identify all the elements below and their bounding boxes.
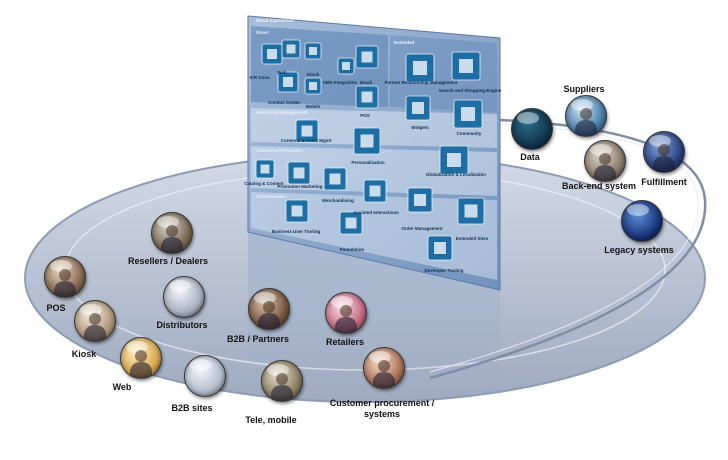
panel-extended-head: Extended: [394, 40, 415, 45]
panel-infra-head: Infrastructure: [256, 194, 286, 199]
procurement-label-line2: systems: [363, 409, 401, 419]
b2b-sites-label: B2B sites: [171, 403, 213, 413]
distributors-photo-icon: [163, 276, 205, 318]
tile-merchandising-glyph: [329, 173, 341, 185]
tile-business-user-glyph: [291, 205, 303, 217]
fulfillment-label: Fulfillment: [641, 177, 687, 187]
tile-assisted-glyph: [369, 185, 381, 197]
panel-management-head: Interaction Management: [256, 110, 308, 115]
tile-pos-glyph: [361, 91, 373, 103]
tile-extended-sites-glyph: [464, 204, 478, 218]
tile-order: Order Management: [401, 226, 443, 231]
tile-developer-glyph: [434, 242, 446, 254]
tile-globalization: Globalization & Localization: [425, 172, 487, 177]
tile-foundation: Foundation: [339, 247, 365, 252]
tile-sms: SMS Integration: [322, 80, 358, 85]
resellers-label: Resellers / Dealers: [127, 256, 209, 266]
tile-order-glyph: [414, 194, 426, 206]
data-photo-icon: [511, 108, 553, 150]
suppliers-label: Suppliers: [563, 84, 605, 94]
tile-personalization: Personalization: [351, 160, 385, 165]
tile-community-glyph: [461, 107, 475, 121]
tile-mobile-glyph: [309, 82, 317, 90]
procurement-label-line1: Customer procurement /: [329, 398, 435, 408]
b2b-partners-photo-icon: [248, 288, 290, 330]
tile-search-glyph: [459, 59, 473, 73]
tile-merchandising: Merchandising: [322, 198, 354, 203]
web-photo-icon: [120, 337, 162, 379]
tile-web-glyph: [286, 44, 296, 54]
tile-contact-center-glyph: [283, 77, 293, 87]
tele-mobile-photo-icon: [261, 360, 303, 402]
tile-kiosk: Kiosk: [306, 72, 320, 77]
tile-widgets: Widgets: [411, 125, 429, 130]
resellers-photo-icon: [151, 212, 193, 254]
kiosk-label: Kiosk: [71, 349, 97, 359]
tile-contents-glyph: [301, 125, 313, 137]
backend-photo-icon: [584, 140, 626, 182]
data-label: Data: [520, 152, 540, 162]
legacy-label: Legacy systems: [604, 245, 674, 255]
pos-photo-icon: [44, 256, 86, 298]
tile-email: Email: [359, 80, 373, 85]
tile-sms-glyph: [342, 62, 350, 70]
b2b-partners-label: B2B / Partners: [226, 334, 290, 344]
legacy-photo-icon: [621, 200, 663, 242]
tile-catalog: Catalog & Content: [244, 181, 284, 186]
tile-web: Web: [277, 70, 287, 75]
tile-mobile: Mobile: [305, 104, 321, 109]
backend-arc-highlight: [429, 123, 699, 373]
tile-search: Search and Shopping Engine: [438, 88, 502, 93]
tile-email-glyph: [361, 51, 373, 63]
tile-promotion: Promotion Marketing: [277, 184, 323, 189]
tile-widgets-glyph: [412, 102, 424, 114]
tile-personalization-glyph: [360, 134, 374, 148]
panel-tiles: [255, 39, 485, 261]
tile-partner: Partner Relationship Management: [384, 80, 458, 85]
tile-ivr: IVR Conv.: [249, 75, 271, 80]
b2b-sites-photo-icon: [184, 355, 226, 397]
tile-globalization-glyph: [447, 153, 461, 167]
retailers-photo-icon: [325, 292, 367, 334]
kiosk-photo-icon: [74, 300, 116, 342]
tile-contact-center: Contact Center: [267, 100, 301, 105]
panel-commerce-head: Commerce Processes: [256, 148, 304, 153]
distributors-label: Distributors: [156, 320, 208, 330]
tile-foundation-glyph: [345, 217, 357, 229]
tile-promotion-glyph: [293, 167, 305, 179]
fulfillment-photo-icon: [643, 131, 685, 173]
tile-extended-sites: Extended Sites: [455, 236, 489, 241]
tile-contents: Contents & Asset Mgmt: [280, 138, 332, 143]
tile-catalog-glyph: [260, 164, 270, 174]
backend-arc: [429, 118, 707, 380]
tile-assisted: Assisted Interactions: [353, 210, 399, 215]
tele-mobile-label: Tele, mobile: [245, 415, 297, 425]
panel-title: Retail Experience: [256, 18, 294, 23]
tile-partner-glyph: [413, 61, 427, 75]
tile-kiosk-glyph: [309, 47, 317, 55]
tile-developer: Developer Tooling: [424, 268, 464, 273]
panel-commerce-section: [251, 146, 497, 196]
suppliers-photo-icon: [565, 95, 607, 137]
tile-community: Community: [456, 131, 482, 136]
tile-business-user: Business User Tooling: [271, 229, 321, 234]
panel-direct-head: Direct: [256, 30, 269, 35]
tile-ivr-glyph: [267, 49, 277, 59]
pos-label: POS: [46, 303, 66, 313]
procurement-photo-icon: [363, 347, 405, 389]
web-label: Web: [112, 382, 132, 392]
tile-pos: POS: [360, 113, 370, 118]
backend-label: Back-end system: [561, 181, 637, 191]
retailers-label: Retailers: [325, 337, 365, 347]
